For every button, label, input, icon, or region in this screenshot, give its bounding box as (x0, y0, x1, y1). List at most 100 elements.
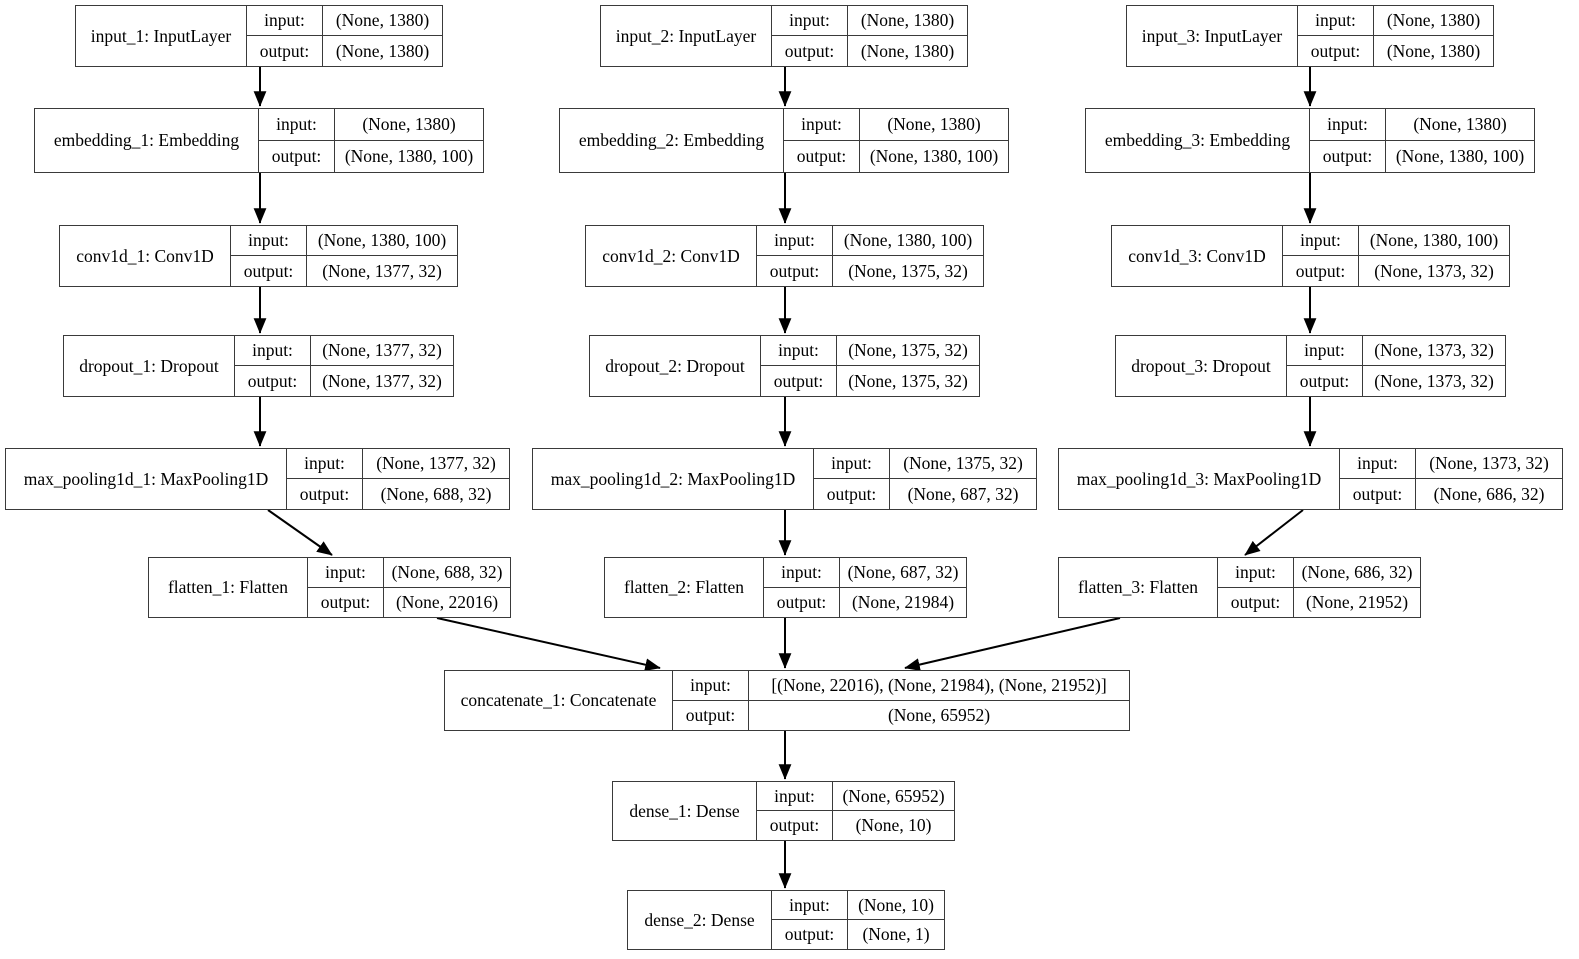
node-label-dropout_3: dropout_3: Dropout (1116, 336, 1287, 396)
output-shape-dropout_1: (None, 1377, 32) (322, 370, 442, 391)
node-label-embedding_2: embedding_2: Embedding (560, 109, 784, 172)
output-shape-max_pooling1d_1: (None, 688, 32) (380, 483, 492, 504)
output-shape-conv1d_2: (None, 1375, 32) (848, 260, 968, 281)
output-label: output: (784, 140, 860, 172)
input-shape-input_2: (None, 1380) (860, 10, 955, 30)
output-shape-flatten_1: (None, 22016) (395, 591, 499, 612)
output-label: output: (247, 36, 323, 66)
input-shape-concatenate_1: [(None, 22016), (None, 21984), (None, 21… (771, 674, 1107, 695)
node-label-input_2: input_2: InputLayer (601, 6, 772, 66)
input-label: input: (1310, 109, 1386, 140)
input-shape-embedding_2: (None, 1380) (887, 113, 981, 134)
input-label: input: (757, 782, 833, 810)
output-row-embedding_1: output:(None, 1380, 100) (259, 140, 483, 172)
output-shape-dense_2: (None, 1) (862, 924, 930, 944)
output-shape-max_pooling1d_2: (None, 687, 32) (907, 483, 1019, 504)
output-row-max_pooling1d_2: output:(None, 687, 32) (814, 479, 1036, 509)
node-io-dense_2: input:(None, 10)output: (None, 1) (772, 891, 944, 949)
output-shape-input_1: (None, 1380) (335, 40, 430, 61)
output-row-dropout_3: output:(None, 1373, 32) (1287, 366, 1505, 396)
output-label: output: (1283, 256, 1359, 286)
node-label-max_pooling1d_1: max_pooling1d_1: MaxPooling1D (6, 449, 287, 509)
output-label: output: (673, 700, 749, 730)
input-label: input: (757, 226, 833, 255)
input-row-embedding_1: input:(None, 1380) (259, 109, 483, 141)
input-shape-max_pooling1d_1: (None, 1377, 32) (376, 453, 496, 473)
output-row-flatten_1: output:(None, 22016) (308, 587, 510, 617)
input-shape-input_3: (None, 1380) (1386, 10, 1481, 30)
input-shape-max_pooling1d_2: (None, 1375, 32) (903, 453, 1023, 473)
node-io-flatten_1: input:(None, 688, 32)output:(None, 22016… (308, 558, 510, 617)
output-label: output: (1340, 479, 1416, 509)
output-row-conv1d_2: output:(None, 1375, 32) (757, 256, 983, 286)
output-label: output: (761, 366, 837, 396)
node-label-conv1d_3: conv1d_3: Conv1D (1112, 226, 1283, 286)
output-row-embedding_3: output:(None, 1380, 100) (1310, 140, 1534, 172)
node-label-max_pooling1d_3: max_pooling1d_3: MaxPooling1D (1059, 449, 1340, 509)
input-label: input: (1218, 558, 1294, 587)
output-shape-flatten_2: (None, 21984) (851, 591, 955, 612)
input-row-input_2: input: (None, 1380) (772, 6, 967, 36)
node-label-flatten_1: flatten_1: Flatten (149, 558, 308, 617)
input-shape-dropout_1: (None, 1377, 32) (322, 340, 442, 360)
node-label-max_pooling1d_2: max_pooling1d_2: MaxPooling1D (533, 449, 814, 509)
input-shape-dense_1: (None, 65952) (842, 785, 945, 806)
node-io-input_2: input:(None, 1380)output:(None, 1380) (772, 6, 967, 66)
output-label: output: (259, 140, 335, 172)
output-shape-input_2: (None, 1380) (860, 40, 955, 61)
output-row-max_pooling1d_1: output:(None, 688, 32) (287, 479, 509, 509)
input-row-dense_2: input:(None, 10) (772, 891, 944, 920)
node-io-dropout_1: input:(None, 1377, 32)output:(None, 1377… (235, 336, 453, 396)
input-shape-dense_2: (None, 10) (858, 894, 934, 915)
output-shape-conv1d_1: (None, 1377, 32) (322, 260, 442, 281)
output-shape-flatten_3: (None, 21952) (1305, 591, 1409, 612)
output-row-input_1: output: (None, 1380) (247, 36, 442, 66)
input-label: input: (259, 109, 335, 140)
input-label: input: (772, 6, 848, 35)
input-shape-flatten_3: (None, 686, 32) (1301, 561, 1413, 582)
input-row-embedding_3: input:(None, 1380) (1310, 109, 1534, 141)
input-label: input: (231, 226, 307, 255)
input-row-conv1d_1: input:(None, 1380, 100) (231, 226, 457, 256)
node-label-flatten_2: flatten_2: Flatten (605, 558, 764, 617)
output-row-conv1d_1: output:(None, 1377, 32) (231, 256, 457, 286)
output-shape-concatenate_1: (None, 65952) (887, 704, 991, 725)
input-shape-max_pooling1d_3: (None, 1373, 32) (1429, 453, 1549, 473)
node-io-dropout_3: input:(None, 1373, 32)output:(None, 1373… (1287, 336, 1505, 396)
output-label: output: (772, 920, 848, 949)
output-row-embedding_2: output:(None, 1380, 100) (784, 140, 1008, 172)
input-row-conv1d_3: input:(None, 1380, 100) (1283, 226, 1509, 256)
output-label: output: (1218, 587, 1294, 617)
output-shape-input_3: (None, 1380) (1386, 40, 1481, 61)
output-shape-dense_1: (None, 10) (855, 815, 932, 835)
edge-max_pooling1d_3-to-flatten_3 (1244, 509, 1304, 556)
node-io-input_3: input:(None, 1380)output:(None, 1380) (1298, 6, 1493, 66)
node-label-embedding_3: embedding_3: Embedding (1086, 109, 1310, 172)
node-io-dropout_2: input:(None, 1375, 32)output:(None, 1375… (761, 336, 979, 396)
node-io-embedding_3: input:(None, 1380)output:(None, 1380, 10… (1310, 109, 1534, 172)
output-row-input_3: output:(None, 1380) (1298, 36, 1493, 66)
input-shape-dropout_2: (None, 1375, 32) (848, 340, 968, 360)
